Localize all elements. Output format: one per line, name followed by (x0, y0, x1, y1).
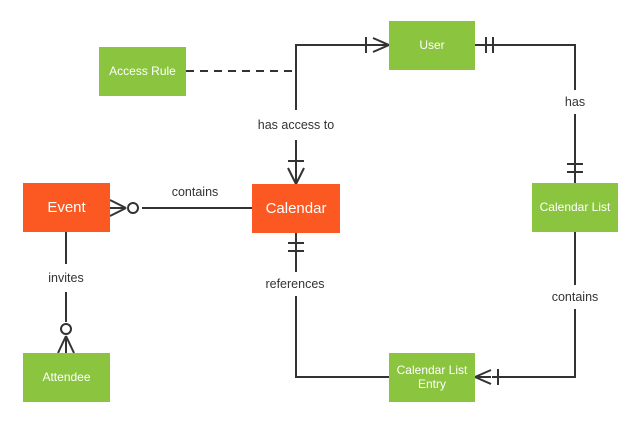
crowsfoot-calendar-access (287, 160, 305, 185)
edge-label-references: references (262, 276, 328, 292)
entity-event[interactable]: Event (23, 183, 110, 232)
entity-calendar[interactable]: Calendar (252, 184, 340, 233)
edge-label-contains-calendar-event-text: contains (171, 185, 219, 199)
edge-label-contains-list-entry: contains (548, 289, 602, 305)
entity-calendar-list-entry[interactable]: Calendar List Entry (389, 353, 475, 402)
crowsfoot-event-contains (109, 199, 139, 217)
tick-user-has (485, 37, 494, 53)
edge-user-calendarlist-upper (475, 44, 576, 90)
entity-calendar-list[interactable]: Calendar List (532, 183, 618, 232)
edge-label-has-text: has (564, 95, 586, 109)
edge-label-contains-list-entry-text: contains (551, 290, 599, 304)
entity-event-label: Event (47, 198, 86, 216)
entity-user[interactable]: User (389, 21, 475, 70)
entity-access-rule[interactable]: Access Rule (99, 47, 186, 96)
tick-calendar-references (288, 242, 304, 252)
edge-label-has: has (561, 94, 589, 110)
edge-calendarlist-entry-lower (492, 309, 576, 378)
tick-calendarlist-has (567, 163, 583, 173)
edge-label-has-access-to: has access to (254, 117, 338, 133)
entity-user-label: User (419, 37, 445, 52)
edge-label-references-text: references (265, 277, 325, 291)
entity-attendee-label: Attendee (42, 369, 91, 384)
crowsfoot-user-access (365, 37, 390, 53)
entity-calendar-list-label: Calendar List (539, 199, 611, 214)
crowsfoot-attendee-invites (57, 323, 75, 354)
edge-label-invites: invites (45, 270, 87, 286)
edge-label-invites-text: invites (48, 271, 84, 285)
edge-label-has-access-to-text: has access to (257, 118, 335, 132)
entity-attendee[interactable]: Attendee (23, 353, 110, 402)
entity-calendar-list-entry-label: Calendar List Entry (396, 362, 468, 391)
edge-user-calendar-upper (295, 44, 389, 110)
edge-label-contains-calendar-event: contains (168, 184, 222, 200)
entity-access-rule-label: Access Rule (109, 63, 176, 78)
entity-calendar-label: Calendar (265, 199, 327, 217)
edge-calendar-entry-lower (295, 296, 389, 378)
crowsfoot-entry-contains (474, 369, 499, 385)
